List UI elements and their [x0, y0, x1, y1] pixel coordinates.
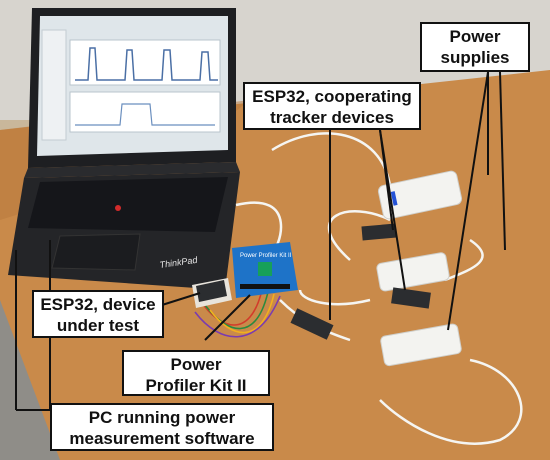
ppk-header: [240, 284, 290, 289]
screen-plot-bottom: [69, 91, 221, 133]
keyboard: [28, 177, 228, 232]
label-pc: PC running power measurement software: [50, 403, 274, 451]
power-bank-1: [377, 170, 463, 220]
tracker-board-3: [290, 308, 334, 340]
label-line: ESP32, device: [40, 295, 156, 314]
label-line: tracker devices: [270, 108, 394, 127]
label-line: under test: [56, 316, 140, 335]
label-line: PC running power: [88, 408, 236, 427]
screen-plot-top: [69, 39, 221, 86]
screen-trace-2: [75, 103, 215, 126]
label-esp32-dut: ESP32, device under test: [32, 290, 164, 338]
laptop-hinge: [24, 162, 240, 178]
tracker-board-1: [361, 223, 397, 241]
label-esp32-trackers: ESP32, cooperating tracker devices: [243, 82, 421, 130]
power-bank-3: [380, 323, 462, 367]
label-power-supplies: Power supplies: [420, 22, 530, 72]
label-line: ESP32, cooperating: [252, 87, 412, 106]
leader-lines: [15, 71, 506, 411]
esp32-trackers: [290, 223, 431, 340]
esp32-dut: [192, 278, 232, 308]
touchpad: [51, 233, 141, 271]
trackpoint: [115, 205, 121, 211]
power-banks: [376, 170, 463, 367]
tracker-board-2: [391, 287, 431, 309]
wires-colored: [194, 289, 281, 338]
ppk-chip: [258, 262, 272, 276]
label-ppk: Power Profiler Kit II: [122, 350, 270, 396]
label-line: Profiler Kit II: [145, 376, 247, 395]
label-line: Power: [170, 355, 222, 374]
label-line: supplies: [440, 48, 510, 67]
ppk-board-text: Power Profiler Kit II: [240, 253, 292, 259]
label-line: measurement software: [69, 429, 255, 448]
screen-trace: [75, 47, 218, 81]
laptop: ThinkPad: [8, 8, 240, 290]
power-bank-2: [376, 252, 450, 292]
label-line: Power: [449, 27, 501, 46]
screen-sidebar: [41, 29, 67, 141]
ppk-board: Power Profiler Kit II: [232, 242, 298, 298]
dut-board: [196, 280, 227, 302]
